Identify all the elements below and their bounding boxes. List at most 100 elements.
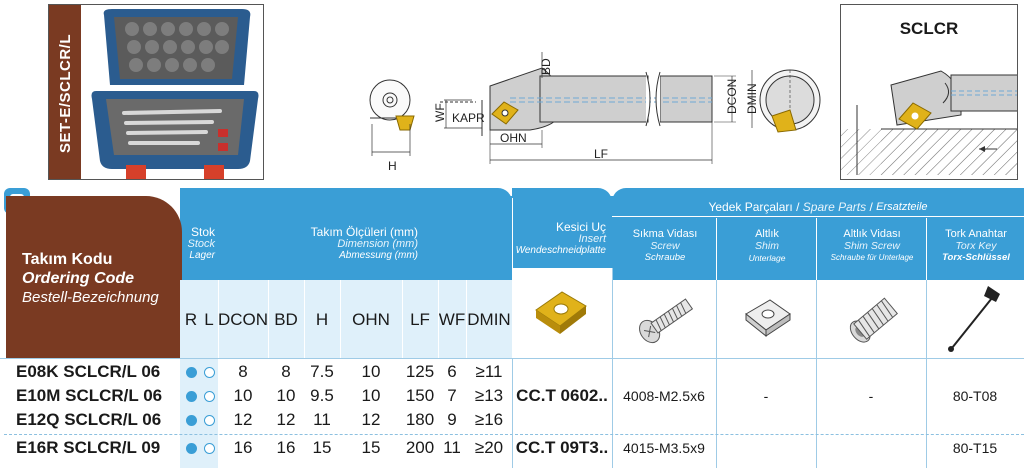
spare-de: Ersatzteile xyxy=(876,201,928,213)
row-dmin: ≥20 xyxy=(474,438,504,457)
torx-de: Torx-Schlüssel xyxy=(942,252,1010,263)
detail-title: SCLCR xyxy=(899,19,959,38)
kit-label-bar: SET-E/SCLCR/L xyxy=(49,5,81,179)
torx-code-group2: 80-T15 xyxy=(952,440,998,456)
row-ohn: 10 xyxy=(361,362,381,381)
table-row[interactable]: E10M SCLCR/L 06 10 10 9.5 10 150 7 ≥13 xyxy=(0,384,512,408)
spare-sep2: / xyxy=(869,200,873,214)
spare-tr: Yedek Parçaları xyxy=(708,200,793,214)
shim-icon xyxy=(745,299,791,338)
col-dcon: DCON xyxy=(217,310,269,329)
screw-de: Schraube xyxy=(644,252,686,263)
header-cap-insert xyxy=(512,188,612,202)
header-cap-spare xyxy=(612,188,1024,202)
kit-label: SET-E/SCLCR/L xyxy=(56,33,74,153)
table-row[interactable]: E12Q SCLCR/L 06 12 12 11 12 180 9 ≥16 xyxy=(0,408,512,432)
screw-code-group1: 4008-M2.5x6 xyxy=(623,388,705,404)
torx-tr: Tork Anahtar xyxy=(945,228,1007,240)
tool-technical-drawing: H BD WF KAPR OHN LF DCON D xyxy=(369,52,821,173)
table-row[interactable]: E16R SCLCR/L 09 16 16 15 15 200 11 ≥20 xyxy=(0,436,512,460)
shim-screw-header: Altlık Vidası Shim Screw Schraube für Un… xyxy=(818,222,926,270)
spare-parts-header: Yedek Parçaları / Spare Parts / Ersatzte… xyxy=(612,198,1024,216)
row-dmin: ≥16 xyxy=(474,410,504,429)
screw-tr: Sıkma Vidası xyxy=(632,228,698,240)
dim-label-kapr: KAPR xyxy=(452,111,485,125)
row-bd: 8 xyxy=(281,362,291,381)
insert-de: Wendeschneidplatte xyxy=(515,245,606,256)
insert-code-group1: CC.T 0602.. xyxy=(516,386,608,405)
table-row[interactable]: E08K SCLCR/L 06 8 8 7.5 10 125 6 ≥11 xyxy=(0,360,512,384)
torx-key-icon xyxy=(948,286,1000,352)
row-dcon: 8 xyxy=(238,362,248,381)
kit-image-panel: SET-E/SCLCR/L xyxy=(48,4,264,180)
row-lf: 200 xyxy=(405,438,435,457)
row-dcon: 10 xyxy=(233,386,253,405)
dim-label-dmin: DMIN xyxy=(745,83,759,114)
stock-right-available-icon xyxy=(185,390,197,402)
screw-en: Screw xyxy=(650,240,680,252)
insert-header: Kesici Uç Insert Wendeschneidplatte xyxy=(514,210,610,268)
end-view xyxy=(759,69,821,133)
row-bd: 10 xyxy=(276,386,296,405)
row-h: 15 xyxy=(312,438,332,457)
stock-en: Stock xyxy=(187,238,215,250)
row-code: E16R SCLCR/L 09 xyxy=(16,438,161,457)
torx-header: Tork Anahtar Torx Key Torx-Schlüssel xyxy=(928,222,1024,270)
screw-code-group2: 4015-M3.5x9 xyxy=(623,440,705,456)
dimension-en: Dimension (mm) xyxy=(337,238,418,250)
row-lf: 150 xyxy=(405,386,435,405)
row-dcon: 16 xyxy=(233,438,253,457)
row-wf: 11 xyxy=(443,438,461,457)
ordering-code-en: Ordering Code xyxy=(22,270,135,287)
row-wf: 7 xyxy=(447,386,457,405)
row-lf: 125 xyxy=(405,362,435,381)
row-bd: 12 xyxy=(276,410,296,429)
col-lf: LF xyxy=(410,310,430,329)
row-h: 9.5 xyxy=(310,386,334,405)
row-ohn: 10 xyxy=(361,386,381,405)
dim-label-dcon: DCON xyxy=(725,79,739,114)
stock-left-on-request-icon xyxy=(203,390,215,402)
shim-tr: Altlık xyxy=(755,228,779,240)
col-dmin: DMIN xyxy=(467,310,511,329)
spare-en: Spare Parts xyxy=(802,200,867,214)
dim-label-wf: WF xyxy=(433,103,447,122)
col-l: L xyxy=(204,310,214,329)
stock-left-on-request-icon xyxy=(203,414,215,426)
shim-screw-icon xyxy=(849,297,898,343)
rows-body-band xyxy=(0,358,180,468)
row-wf: 6 xyxy=(447,362,457,381)
stock-right-available-icon xyxy=(185,414,197,426)
detail-view-panel: SCLCR xyxy=(840,4,1018,180)
insert-code-group2: CC.T 09T3.. xyxy=(515,438,609,457)
row-dmin: ≥13 xyxy=(474,386,504,405)
row-h: 11 xyxy=(313,410,331,429)
shim-screw-code-group1: - xyxy=(868,388,874,404)
shim-de: Unterlage xyxy=(748,253,786,263)
col-bd: BD xyxy=(274,310,298,329)
row-wf: 9 xyxy=(447,410,457,429)
stock-tr: Stok xyxy=(190,225,215,239)
insert-image xyxy=(535,291,587,334)
torx-en: Torx Key xyxy=(955,240,997,252)
header-band-dimensions xyxy=(218,196,512,280)
stock-header: Stok Stock Lager xyxy=(180,222,218,266)
shim-header: Altlık Shim Unterlage xyxy=(718,222,816,270)
spare-sep: / xyxy=(796,200,800,214)
row-bd: 16 xyxy=(276,438,296,457)
shim-en: Shim xyxy=(755,240,779,252)
dimension-de: Abmessung (mm) xyxy=(339,250,418,261)
dimension-header: Takım Ölçüleri (mm) Dimension (mm) Abmes… xyxy=(218,222,418,266)
kit-case-photo xyxy=(82,5,263,179)
row-code: E12Q SCLCR/L 06 xyxy=(16,410,162,429)
row-code: E08K SCLCR/L 06 xyxy=(16,362,161,381)
col-wf: WF xyxy=(438,310,466,329)
header-cap-dimensions xyxy=(180,188,512,202)
dim-label-ohn: OHN xyxy=(500,131,527,145)
row-ohn: 12 xyxy=(361,410,381,429)
shim-screw-en: Shim Screw xyxy=(843,240,900,252)
row-code: E10M SCLCR/L 06 xyxy=(16,386,163,405)
row-h: 7.5 xyxy=(310,362,334,381)
stock-right-available-icon xyxy=(185,442,197,454)
screw-header: Sıkma Vidası Screw Schraube xyxy=(614,222,716,270)
